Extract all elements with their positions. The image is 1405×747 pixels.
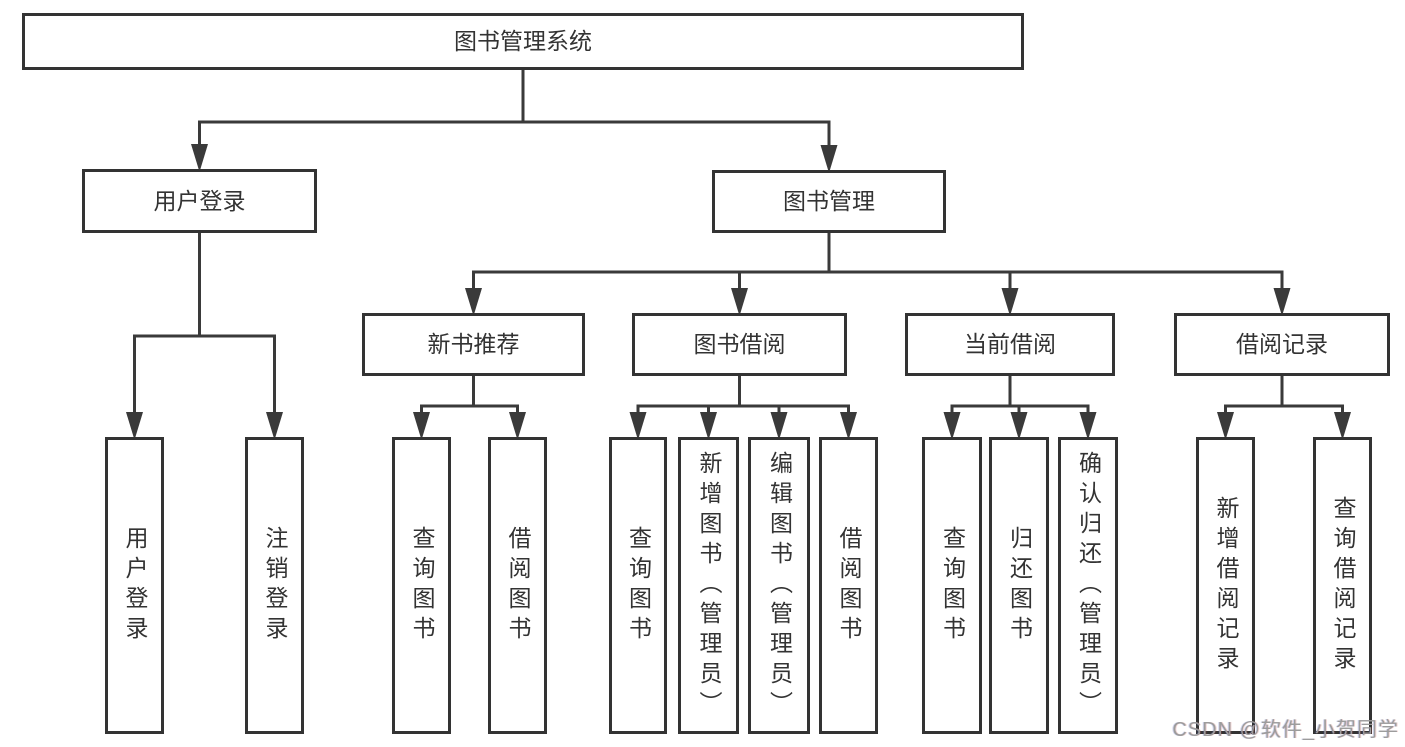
arrowhead-icon: [700, 412, 717, 440]
arrowhead-icon: [840, 412, 857, 440]
arrowhead-icon: [413, 412, 430, 440]
arrowhead-icon: [943, 412, 961, 440]
arrowhead-icon: [1079, 412, 1097, 440]
node-label: 用户登录: [153, 187, 246, 214]
arrowhead-icon: [770, 412, 788, 440]
arrowhead-icon: [1001, 288, 1019, 316]
arrowhead-icon: [1273, 288, 1291, 316]
node-leaf_br_query: 查询借阅记录: [1313, 437, 1372, 734]
node-label: 新增借阅记录: [1213, 495, 1239, 676]
node-book_borrow: 图书借阅: [632, 313, 847, 376]
node-borrow_record: 借阅记录: [1174, 313, 1390, 376]
node-label: 归还图书: [1006, 525, 1033, 646]
node-label: 查询借阅记录: [1330, 495, 1356, 676]
node-leaf_rec_query: 查询图书: [392, 437, 451, 734]
arrowhead-icon: [509, 412, 526, 440]
node-leaf_user_login: 用户登录: [105, 437, 164, 734]
node-label: 图书借阅: [693, 331, 786, 357]
arrowhead-icon: [266, 412, 283, 440]
node-leaf_cb_confirm: 确认归还（管理员）: [1058, 437, 1118, 734]
node-user_login: 用户登录: [82, 169, 317, 233]
node-label: 图书管理系统: [454, 28, 592, 54]
arrowhead-icon: [731, 288, 748, 316]
arrowhead-icon: [1010, 412, 1028, 440]
arrowhead-icon: [1334, 412, 1351, 440]
node-leaf_logout: 注销登录: [245, 437, 304, 734]
node-leaf_bb_query: 查询图书: [609, 437, 667, 734]
node-leaf_rec_borrow: 借阅图书: [488, 437, 547, 734]
node-label: 当前借阅: [964, 331, 1056, 357]
node-label: 借阅记录: [1236, 331, 1328, 357]
node-root: 图书管理系统: [22, 13, 1024, 70]
node-new_book_rec: 新书推荐: [362, 313, 585, 376]
arrowhead-icon: [820, 145, 838, 173]
csdn-watermark: CSDN @软件_小贺同学: [1172, 719, 1399, 741]
node-label: 查询图书: [409, 525, 435, 646]
node-current_borrow: 当前借阅: [905, 313, 1115, 376]
node-label: 借阅图书: [836, 525, 862, 646]
node-label: 确认归还（管理员）: [1075, 450, 1102, 721]
node-label: 注销登录: [262, 525, 288, 646]
node-label: 借阅图书: [505, 525, 531, 646]
node-label: 查询图书: [625, 525, 652, 646]
node-leaf_bb_add: 新增图书（管理员）: [678, 437, 739, 734]
node-leaf_bb_edit: 编辑图书（管理员）: [748, 437, 810, 734]
node-label: 用户登录: [122, 525, 148, 646]
node-leaf_cb_query: 查询图书: [922, 437, 982, 734]
arrowhead-icon: [629, 412, 647, 440]
node-leaf_br_add: 新增借阅记录: [1196, 437, 1255, 734]
node-label: 新书推荐: [427, 331, 520, 357]
arrowhead-icon: [191, 144, 208, 172]
arrowhead-icon: [465, 288, 482, 316]
node-label: 新增图书（管理员）: [696, 450, 722, 721]
node-book_mgmt: 图书管理: [712, 170, 946, 233]
arrowhead-icon: [1217, 412, 1234, 440]
node-label: 图书管理: [783, 188, 875, 214]
node-leaf_cb_return: 归还图书: [989, 437, 1049, 734]
node-label: 查询图书: [939, 525, 966, 646]
node-label: 编辑图书（管理员）: [766, 450, 793, 721]
node-leaf_bb_borrow: 借阅图书: [819, 437, 878, 734]
arrowhead-icon: [126, 412, 143, 440]
